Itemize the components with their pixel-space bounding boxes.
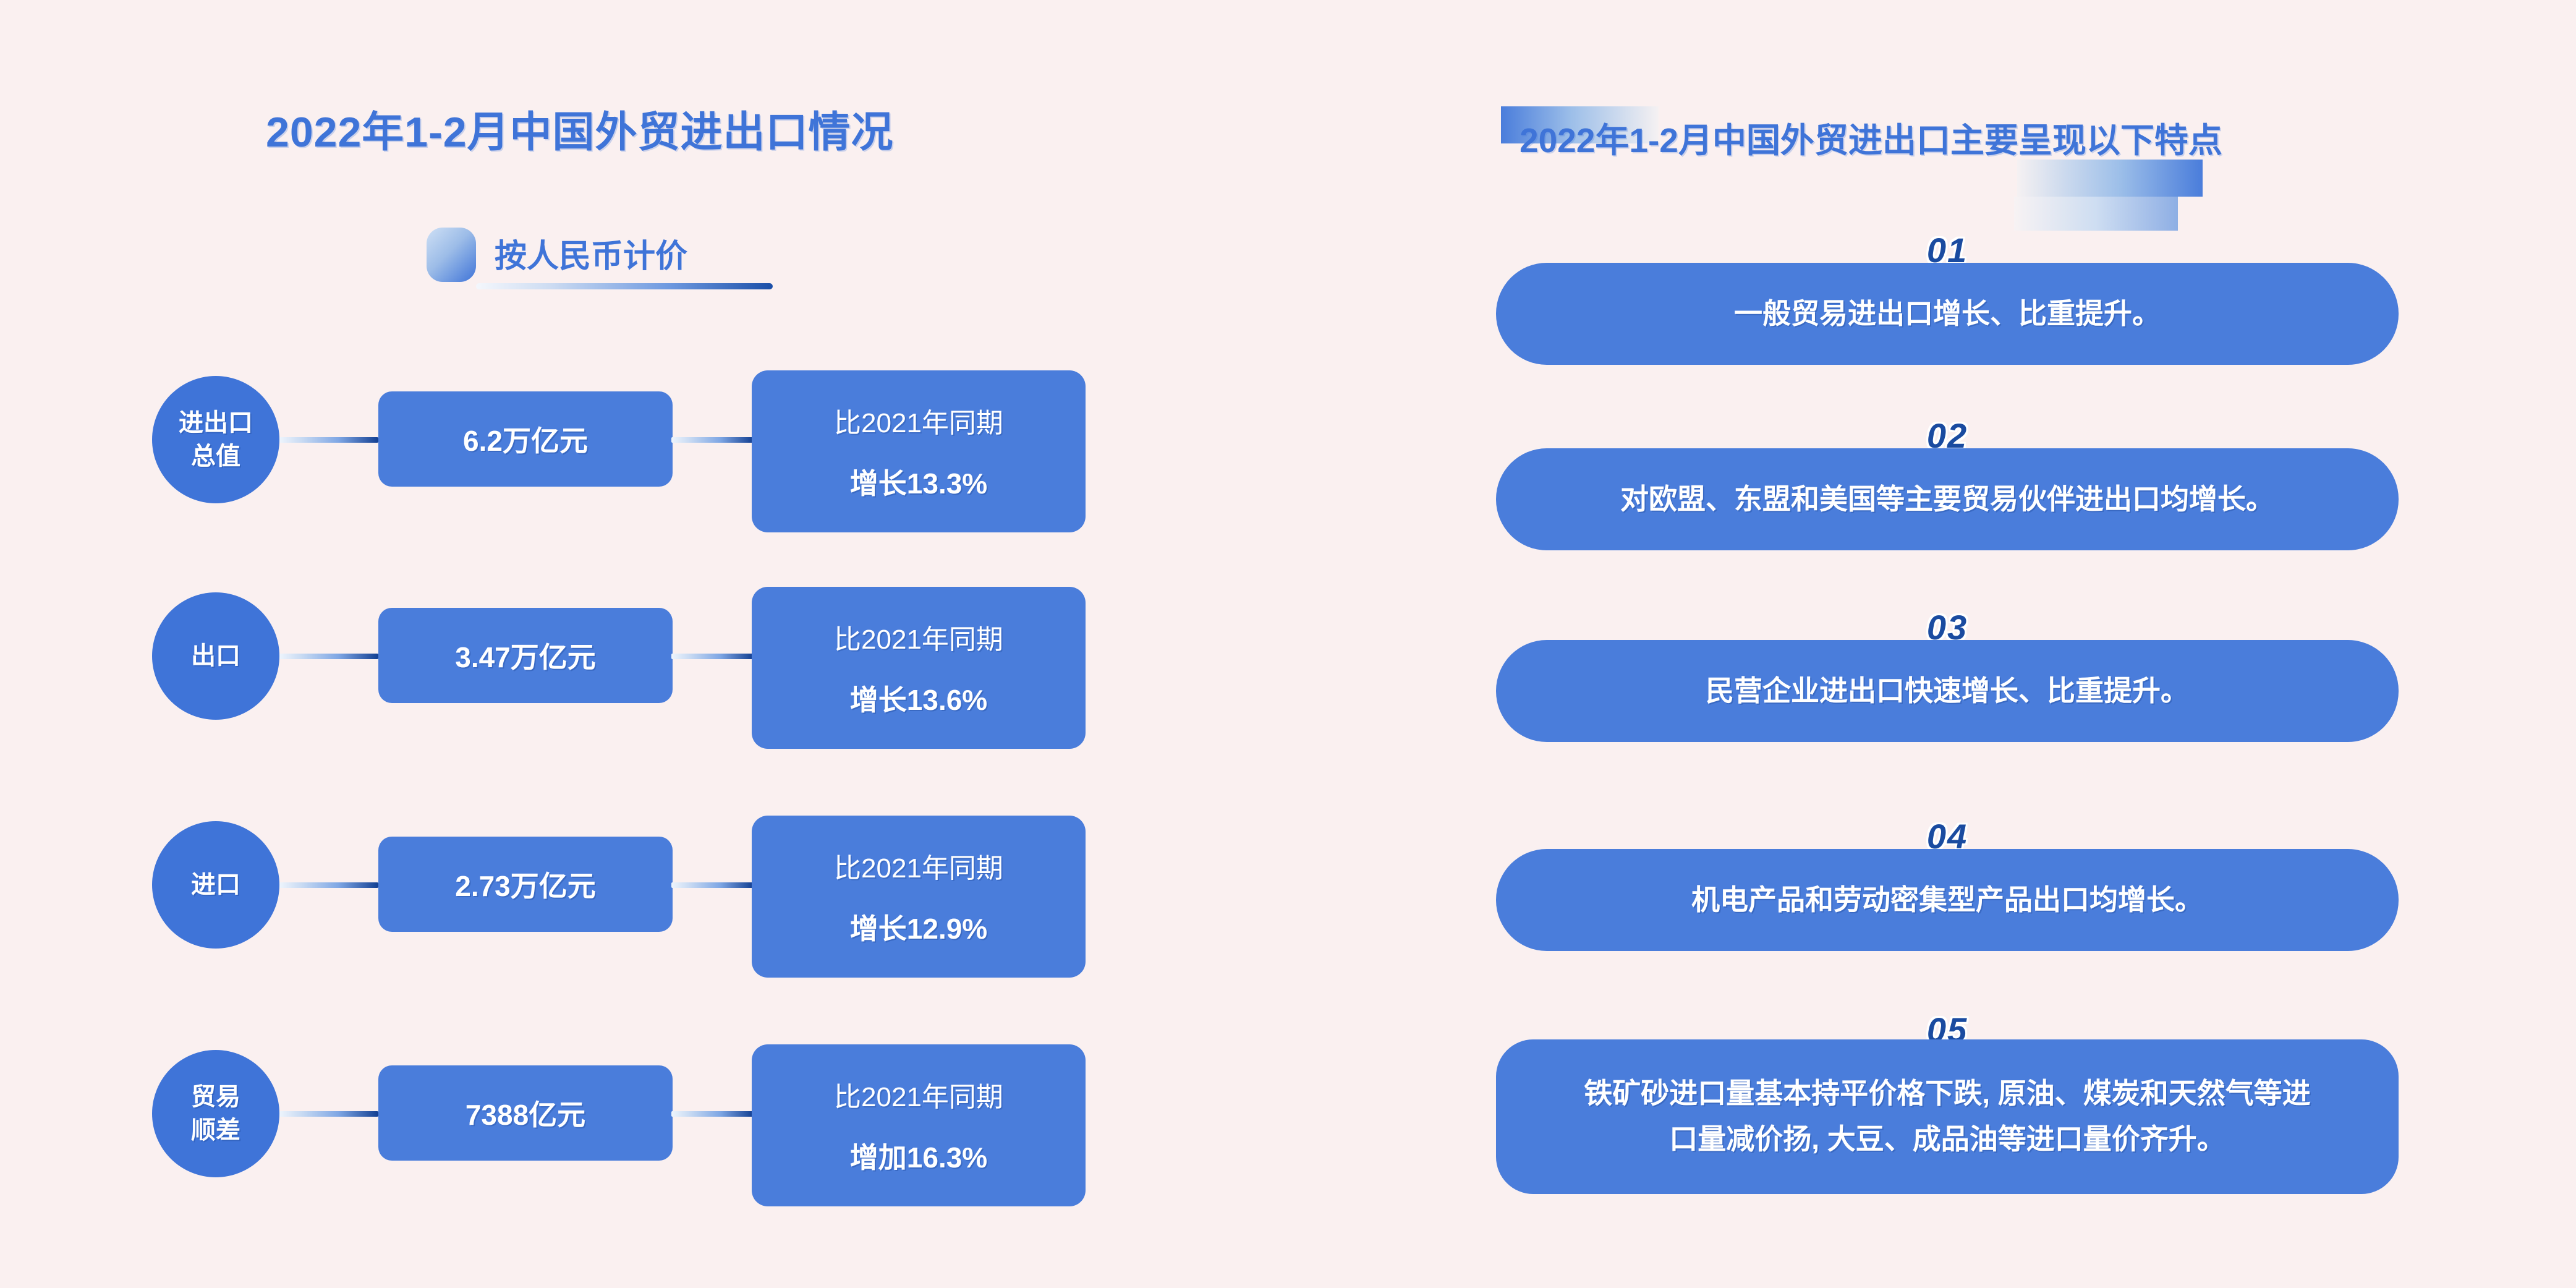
- result-line-1: 比2021年同期: [834, 408, 1003, 438]
- feature-pill[interactable]: 对欧盟、东盟和美国等主要贸易伙伴进出口均增长。: [1496, 448, 2399, 550]
- feature-text-line: 一般贸易进出口增长、比重提升。: [1734, 297, 2161, 330]
- rounded-square-gradient-icon: [427, 228, 476, 282]
- row-value-box: 3.47万亿元: [378, 608, 673, 703]
- connector-line: [671, 437, 753, 443]
- header-decoration-bar-right: [2017, 160, 2203, 197]
- result-line-1: 比2021年同期: [834, 625, 1003, 655]
- row-label-circle: 进口: [152, 821, 279, 949]
- row-label-line: 顺差: [191, 1117, 240, 1144]
- connector-line: [279, 882, 378, 888]
- row-label-circle: 贸易 顺差: [152, 1050, 279, 1177]
- feature-text-line: 机电产品和劳动密集型产品出口均增长。: [1691, 883, 2203, 916]
- data-row: 贸易 顺差 7388亿元 比2021年同期 增加16.3%: [0, 1044, 1288, 1211]
- feature-pill[interactable]: 机电产品和劳动密集型产品出口均增长。: [1496, 849, 2399, 951]
- feature-text-line: 口量减价扬, 大豆、成品油等进口量价齐升。: [1669, 1123, 2225, 1155]
- row-result-box: 比2021年同期 增长12.9%: [752, 816, 1086, 978]
- feature-pill[interactable]: 一般贸易进出口增长、比重提升。: [1496, 263, 2399, 365]
- result-line-1: 比2021年同期: [834, 853, 1003, 884]
- header-decoration-bar-lower: [2014, 197, 2178, 231]
- connector-line: [671, 882, 753, 888]
- result-line-2: 增加16.3%: [849, 1141, 988, 1174]
- right-panel: 2022年1-2月中国外贸进出口主要呈现以下特点 01 一般贸易进出口增长、比重…: [1288, 0, 2576, 1288]
- subtitle-underline: [476, 283, 773, 289]
- row-result-box: 比2021年同期 增长13.6%: [752, 587, 1086, 749]
- feature-pill[interactable]: 铁矿砂进口量基本持平价格下跌, 原油、煤炭和天然气等进 口量减价扬, 大豆、成品…: [1496, 1039, 2399, 1194]
- connector-line: [671, 1111, 753, 1117]
- data-row: 进出口 总值 6.2万亿元 比2021年同期 增长13.3%: [0, 370, 1288, 537]
- connector-line: [279, 1111, 378, 1117]
- row-value-box: 2.73万亿元: [378, 837, 673, 932]
- result-line-2: 增长13.6%: [849, 684, 988, 716]
- subtitle-label: 按人民币计价: [495, 239, 688, 275]
- connector-line: [279, 654, 378, 659]
- row-label-line: 总值: [191, 443, 240, 470]
- row-result-box: 比2021年同期 增加16.3%: [752, 1044, 1086, 1206]
- connector-line: [279, 437, 378, 443]
- row-result-box: 比2021年同期 增长13.3%: [752, 370, 1086, 532]
- connector-line: [671, 654, 753, 659]
- data-row: 出口 3.47万亿元 比2021年同期 增长13.6%: [0, 587, 1288, 753]
- feature-text-line: 对欧盟、东盟和美国等主要贸易伙伴进出口均增长。: [1620, 482, 2274, 515]
- page-title: 2022年1-2月中国外贸进出口情况: [266, 109, 894, 156]
- header-decoration-bar-left: [1501, 106, 1659, 143]
- row-value-box: 6.2万亿元: [378, 391, 673, 487]
- feature-pill[interactable]: 民营企业进出口快速增长、比重提升。: [1496, 640, 2399, 742]
- result-line-2: 增长12.9%: [849, 913, 988, 945]
- feature-text-line: 铁矿砂进口量基本持平价格下跌, 原油、煤炭和天然气等进: [1584, 1077, 2311, 1110]
- row-label-line: 出口: [191, 642, 240, 670]
- row-label-line: 贸易: [191, 1083, 240, 1111]
- row-label-circle: 进出口 总值: [152, 376, 279, 503]
- row-value-box: 7388亿元: [378, 1065, 673, 1161]
- right-panel-title: 2022年1-2月中国外贸进出口主要呈现以下特点: [1520, 121, 2222, 160]
- row-label-line: 进出口: [179, 409, 253, 437]
- row-label-circle: 出口: [152, 592, 279, 720]
- row-label-line: 进口: [191, 871, 240, 898]
- data-row: 进口 2.73万亿元 比2021年同期 增长12.9%: [0, 816, 1288, 982]
- left-panel: 2022年1-2月中国外贸进出口情况 按人民币计价 进出口 总值 6.2万亿元 …: [0, 109, 1288, 1211]
- feature-text-line: 民营企业进出口快速增长、比重提升。: [1706, 674, 2189, 707]
- result-line-2: 增长13.3%: [849, 467, 988, 500]
- result-line-1: 比2021年同期: [834, 1082, 1003, 1112]
- subtitle-group: 按人民币计价: [427, 221, 773, 296]
